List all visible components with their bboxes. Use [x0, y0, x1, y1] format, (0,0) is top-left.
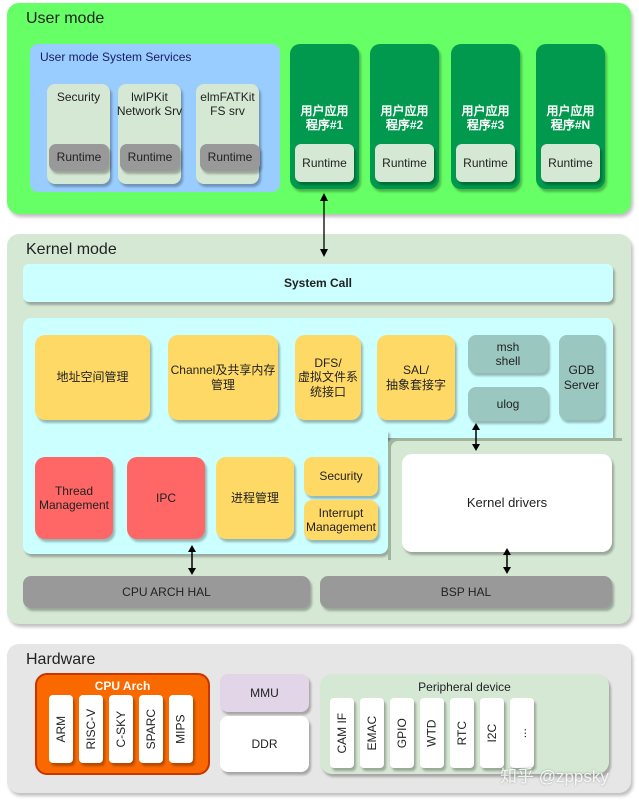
- service-security-runtime[interactable]: Runtime: [49, 144, 109, 171]
- peripheral-more[interactable]: ...: [510, 698, 534, 768]
- arch-mips-label: MIPS: [173, 714, 188, 744]
- peripheral-gpio[interactable]: GPIO: [390, 698, 414, 768]
- channel-shared-memory[interactable]: Channel及共享内存 管理: [168, 335, 278, 420]
- kernel-drivers[interactable]: Kernel drivers: [402, 454, 612, 552]
- kernel-security[interactable]: Security: [304, 457, 378, 496]
- arch-mips[interactable]: MIPS: [169, 695, 193, 763]
- user-app-3-title: 用户应用 程序#3: [461, 104, 510, 133]
- ddr[interactable]: DDR: [220, 716, 309, 772]
- arch-csky[interactable]: C-SKY: [109, 695, 133, 763]
- peripheral-cam-if-label: CAM IF: [334, 712, 349, 754]
- sal-socket[interactable]: SAL/ 抽象套接字: [377, 335, 455, 420]
- peripheral-title: Peripheral device: [418, 680, 511, 694]
- arch-riscv-label: RISC-V: [83, 708, 98, 750]
- cpu-arch-title: CPU Arch: [94, 679, 151, 693]
- dfs-vfs[interactable]: DFS/ 虚拟文件系 统接口: [295, 335, 361, 420]
- arch-arm-label: ARM: [53, 715, 68, 743]
- interrupt-management[interactable]: Interrupt Management: [304, 500, 378, 540]
- user-app-n-runtime[interactable]: Runtime: [541, 144, 600, 182]
- arrow-drivers-to-bsp-hal: [503, 548, 511, 574]
- service-lwip-runtime[interactable]: Runtime: [120, 144, 180, 171]
- peripheral-gpio-label: GPIO: [394, 717, 409, 748]
- user-app-n-title: 用户应用 程序#N: [546, 104, 595, 133]
- peripheral-i2c-label: I2C: [484, 723, 499, 743]
- watermark: 知乎 @zppsky: [500, 767, 609, 786]
- ipc[interactable]: IPC: [127, 457, 205, 539]
- peripheral-emac-label: EMAC: [364, 715, 379, 751]
- thread-management[interactable]: Thread Management: [35, 457, 113, 539]
- hardware-title: Hardware: [26, 651, 96, 668]
- peripheral-more-label: ...: [514, 727, 529, 738]
- user-app-1-title: 用户应用 程序#1: [300, 104, 349, 133]
- peripheral-rtc[interactable]: RTC: [450, 698, 474, 768]
- mmu[interactable]: MMU: [220, 674, 309, 712]
- user-app-2-runtime[interactable]: Runtime: [375, 144, 434, 182]
- arrow-core-to-cpu-hal: [188, 545, 196, 575]
- arch-csky-label: C-SKY: [113, 710, 128, 748]
- peripheral-emac[interactable]: EMAC: [360, 698, 384, 768]
- arrow-app-to-syscall: [320, 193, 328, 257]
- service-elmfat-runtime[interactable]: Runtime: [200, 144, 260, 171]
- peripheral-rtc-label: RTC: [454, 720, 469, 746]
- user-system-services-title: User mode System Services: [40, 50, 192, 64]
- process-management[interactable]: 进程管理: [216, 457, 294, 539]
- user-app-2-title: 用户应用 程序#2: [380, 104, 429, 133]
- user-mode-title: User mode: [26, 10, 105, 27]
- user-app-3-runtime[interactable]: Runtime: [456, 144, 515, 182]
- arch-arm[interactable]: ARM: [49, 695, 73, 763]
- arch-sparc[interactable]: SPARC: [139, 695, 163, 763]
- peripheral-cam-if[interactable]: CAM IF: [330, 698, 354, 768]
- system-call[interactable]: System Call: [23, 264, 613, 302]
- arch-riscv[interactable]: RISC-V: [79, 695, 103, 763]
- arrow-ulog-to-drivers: [472, 423, 480, 451]
- cpu-arch-hal[interactable]: CPU ARCH HAL: [23, 576, 310, 608]
- address-space-mgmt[interactable]: 地址空间管理: [35, 335, 150, 420]
- peripheral-wtd-label: WTD: [424, 719, 439, 747]
- msh-shell[interactable]: msh shell: [468, 335, 548, 373]
- peripheral-wtd[interactable]: WTD: [420, 698, 444, 768]
- bsp-hal[interactable]: BSP HAL: [320, 576, 612, 608]
- gdb-server[interactable]: GDB Server: [559, 335, 604, 420]
- peripheral-i2c[interactable]: I2C: [480, 698, 504, 768]
- ulog[interactable]: ulog: [468, 387, 548, 421]
- arch-sparc-label: SPARC: [143, 708, 158, 750]
- kernel-mode-title: Kernel mode: [26, 241, 117, 258]
- user-app-1-runtime[interactable]: Runtime: [295, 144, 354, 182]
